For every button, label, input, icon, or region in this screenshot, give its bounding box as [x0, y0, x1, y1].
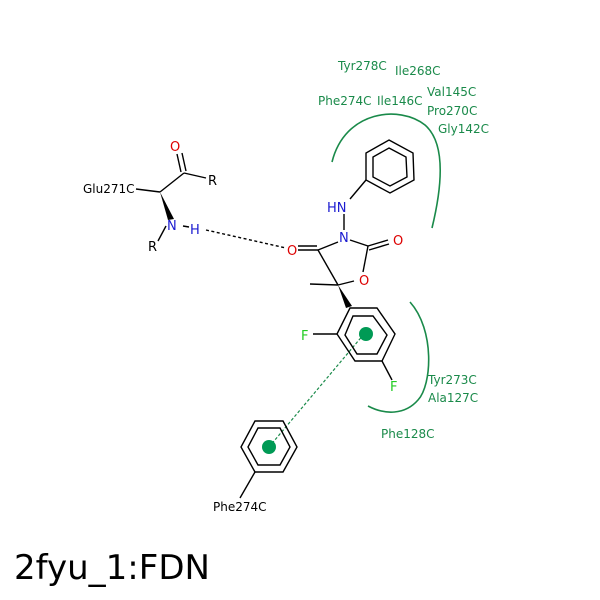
oxazolidinedione-ring: [298, 214, 390, 308]
ring-centroid-upper: [359, 327, 373, 341]
phenyl-ring-top: [349, 139, 415, 200]
residue-label-glu271: Glu271C: [83, 182, 135, 196]
atom-r-left: R: [148, 240, 157, 255]
diagram-title: 2fyu_1:FDN: [14, 548, 210, 588]
residue-label-tyr278: Tyr278C: [337, 59, 387, 73]
atom-f-bottom: F: [390, 380, 397, 395]
atom-n-amide: N: [167, 219, 177, 234]
difluorophenyl-ring: [313, 307, 396, 381]
residue-label-phe128: Phe128C: [381, 427, 435, 441]
residue-label-phe274-bottom: Phe274C: [213, 500, 267, 514]
atom-h-amide: H: [190, 223, 200, 238]
hydrogen-bond-line: [205, 229, 287, 249]
atom-f-left: F: [301, 329, 308, 344]
pi-stacking-line: [268, 333, 365, 448]
hydrophobic-arc-top: [331, 113, 441, 229]
residue-label-pro270: Pro270C: [427, 104, 477, 118]
atom-o-carbonyl-top: O: [170, 140, 180, 155]
hydrophobic-arc-bottom: [367, 301, 430, 413]
residue-label-tyr273: Tyr273C: [427, 373, 477, 387]
glu271-fragment: [135, 152, 207, 242]
atom-o-ring: O: [359, 274, 369, 289]
residue-label-ala127: Ala127C: [428, 391, 478, 405]
atom-n-ring: N: [339, 231, 349, 246]
atom-r-top: R: [208, 174, 217, 189]
phe274-ring-bottom: [239, 420, 298, 499]
ring-centroid-lower: [262, 440, 276, 454]
residue-label-gly142: Gly142C: [438, 122, 489, 136]
atom-o-ring-left: O: [287, 244, 297, 259]
residue-label-phe274-top: Phe274C: [318, 94, 372, 108]
atom-hn: HN: [327, 201, 347, 216]
residue-label-val145: Val145C: [427, 85, 476, 99]
residue-label-ile268: Ile268C: [395, 64, 441, 78]
residue-label-ile146: Ile146C: [377, 94, 423, 108]
atom-o-ring-right: O: [393, 234, 403, 249]
